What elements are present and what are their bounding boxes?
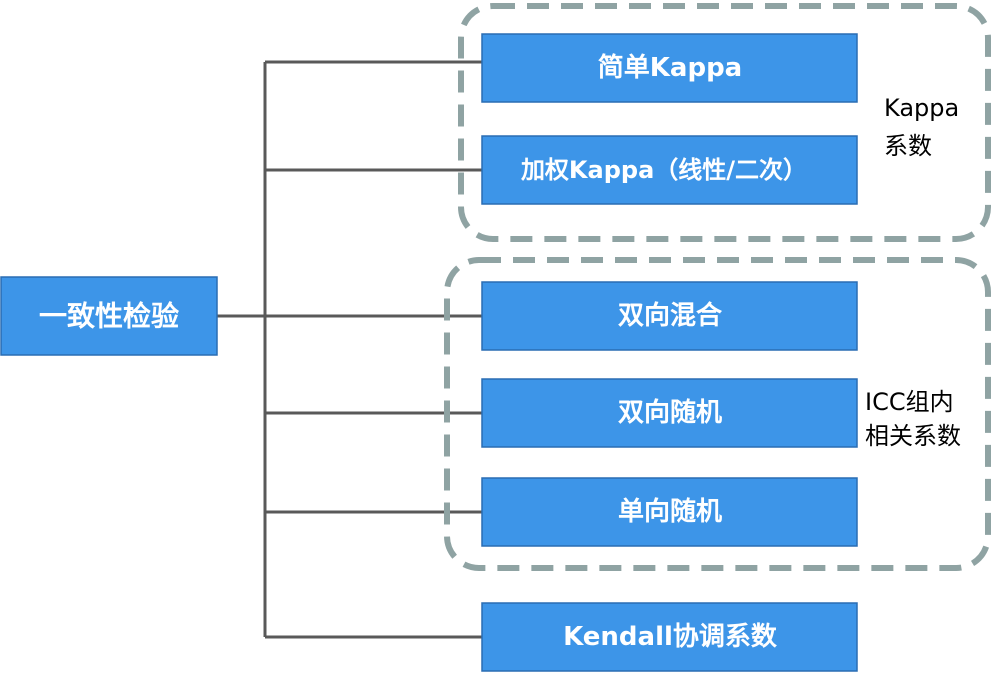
child-node-two-way-random: 双向随机 (481, 378, 858, 448)
simple-kappa-label: 简单Kappa (598, 52, 742, 83)
simple-kappa-box (481, 33, 858, 103)
weighted-kappa-box (481, 135, 858, 205)
icc-group-box (444, 257, 991, 571)
two-way-random-label: 双向随机 (618, 397, 722, 428)
kappa-group-label-line1: Kappa (884, 94, 959, 122)
root-node-label: 一致性检验 (39, 300, 179, 333)
root-node-box (0, 276, 218, 356)
child-node-simple-kappa: 简单Kappa (481, 33, 858, 103)
child-node-kendall: Kendall协调系数 (481, 602, 858, 672)
kappa-group-box (458, 3, 991, 242)
one-way-random-box (481, 477, 858, 547)
kendall-box (481, 602, 858, 672)
kappa-group-label-line2: 系数 (884, 132, 932, 160)
root-node: 一致性检验 (0, 276, 218, 356)
icc-group-label-line1: ICC组内 (865, 388, 954, 416)
kendall-label: Kendall协调系数 (563, 622, 778, 652)
connector-lines (217, 60, 482, 639)
child-node-weighted-kappa: 加权Kappa（线性/二次） (481, 135, 858, 205)
two-way-random-box (481, 378, 858, 448)
one-way-random-label: 单向随机 (618, 496, 722, 527)
child-node-one-way-random: 单向随机 (481, 477, 858, 547)
icc-group-label-line2: 相关系数 (865, 422, 961, 450)
two-way-mixed-box (481, 281, 858, 351)
weighted-kappa-label: 加权Kappa（线性/二次） (521, 156, 807, 184)
two-way-mixed-label: 双向混合 (618, 300, 723, 331)
child-node-two-way-mixed: 双向混合 (481, 281, 858, 351)
